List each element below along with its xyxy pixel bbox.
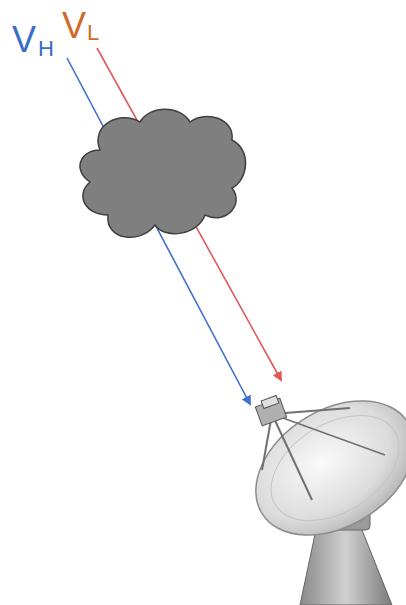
subscript-letter: H bbox=[38, 38, 54, 60]
symbol-letter: V bbox=[62, 8, 86, 44]
symbol-letter: V bbox=[12, 22, 36, 58]
radio-telescope bbox=[231, 373, 406, 605]
subscript-letter: L bbox=[87, 22, 99, 44]
ray-blue bbox=[67, 58, 250, 404]
cloud bbox=[80, 109, 246, 237]
